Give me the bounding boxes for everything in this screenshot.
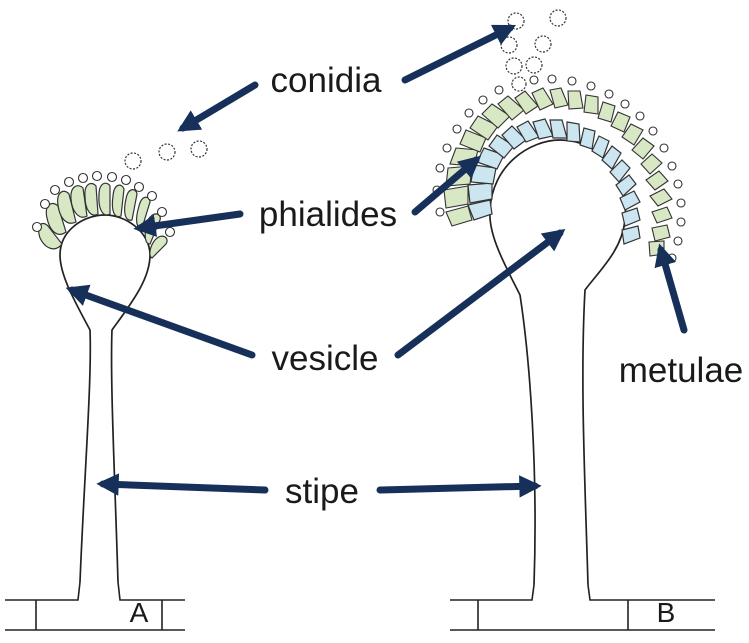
- figure-a: [5, 141, 207, 630]
- arrow-conidia-right: [405, 28, 510, 80]
- panel-label-a: A: [130, 597, 149, 628]
- panel-label-b: B: [657, 597, 676, 628]
- label-vesicle: vesicle: [272, 339, 379, 378]
- arrow-stipe-left: [103, 484, 265, 490]
- label-stipe: stipe: [285, 472, 359, 511]
- figure-b: [433, 10, 715, 630]
- stipe-b: [490, 140, 626, 585]
- label-metulae: metulae: [619, 351, 744, 390]
- label-conidia: conidia: [271, 61, 382, 100]
- substrate-a: [5, 582, 185, 630]
- arrow-stipe-right: [380, 486, 535, 490]
- stipe-a: [60, 215, 150, 582]
- arrow-conidia-left: [183, 85, 255, 128]
- label-phialides: phialides: [259, 195, 397, 234]
- conidia-a: [125, 141, 207, 169]
